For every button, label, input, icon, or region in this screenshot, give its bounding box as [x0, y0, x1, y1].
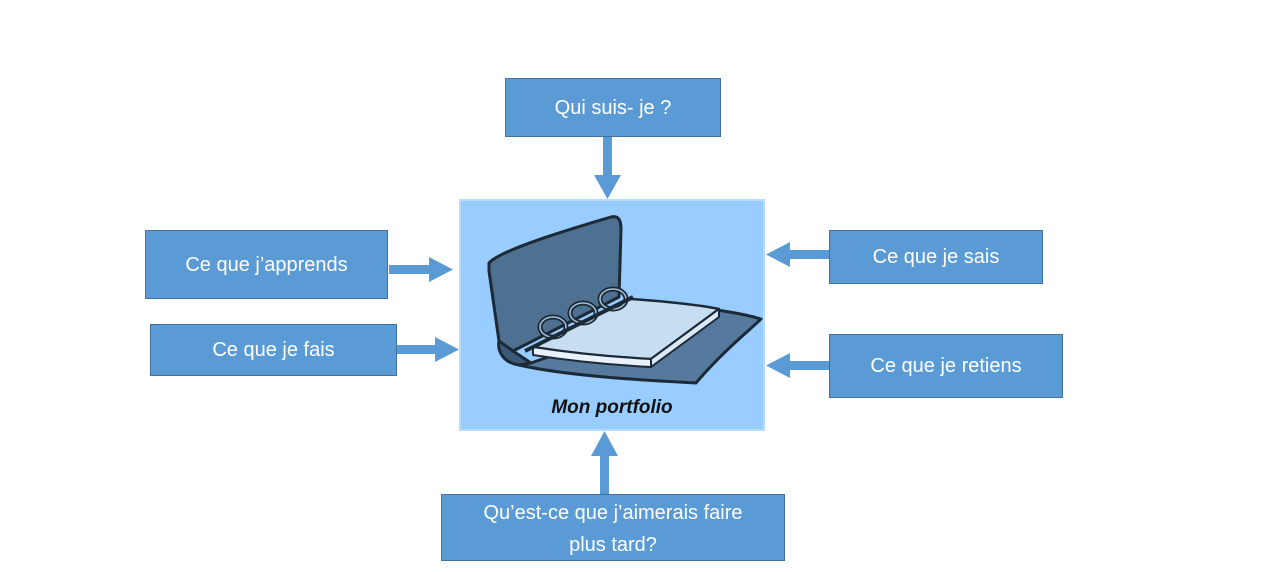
node-who-am-i-label: Qui suis- je ?: [554, 96, 672, 119]
arrow-left1-to-center: [389, 257, 453, 282]
node-what-i-retain-label: Ce que je retiens: [870, 355, 1022, 377]
ring-binder-icon: [487, 215, 763, 385]
node-what-i-learn-label: Ce que j’apprends: [185, 253, 348, 276]
node-future-goals: Qu’est-ce que j’aimerais faire plus tard…: [441, 494, 785, 561]
node-what-i-do: Ce que je fais: [150, 324, 397, 376]
node-future-goals-text: Qu’est-ce que j’aimerais faire plus tard…: [484, 497, 743, 561]
node-what-i-know: Ce que je sais: [829, 230, 1043, 284]
arrow-bottom-to-center: [591, 431, 618, 494]
center-portfolio: Mon portfolio: [459, 199, 765, 431]
node-future-goals-line2: plus tard?: [569, 533, 657, 556]
arrow-right1-to-center: [766, 242, 829, 267]
node-what-i-know-label: Ce que je sais: [872, 246, 1000, 268]
arrow-left2-to-center: [397, 337, 459, 362]
node-what-i-retain: Ce que je retiens: [829, 334, 1063, 398]
center-portfolio-label: Mon portfolio: [551, 397, 673, 418]
node-what-i-do-label: Ce que je fais: [212, 339, 335, 361]
node-what-i-learn: Ce que j’apprends: [145, 230, 388, 299]
node-future-goals-line1: Qu’est-ce que j’aimerais faire: [483, 501, 743, 524]
arrow-right2-to-center: [766, 353, 829, 378]
arrow-top-to-center: [594, 137, 621, 199]
node-who-am-i: Qui suis- je ?: [505, 78, 721, 137]
